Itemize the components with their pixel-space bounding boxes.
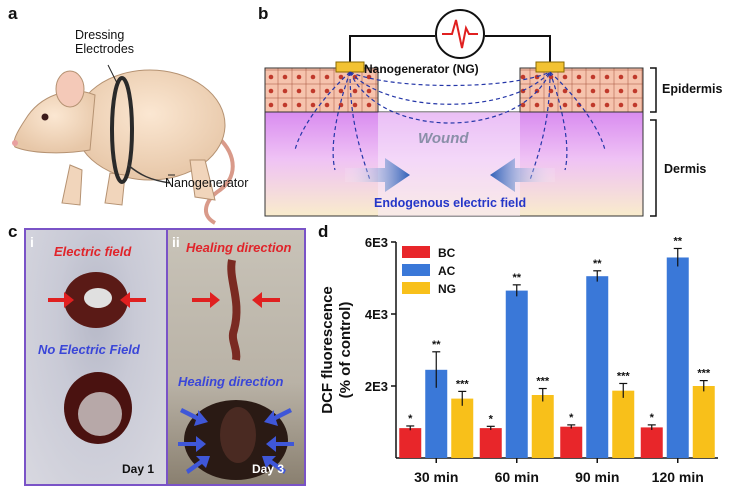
legend-swatch-ng <box>402 282 430 294</box>
significance-marker: ** <box>673 235 682 247</box>
healing-direction-red: Healing direction <box>186 240 292 255</box>
day3-label: Day 3 <box>252 462 285 476</box>
dressing-electrodes-label: Dressing Electrodes <box>75 28 135 56</box>
dermis-bracket <box>650 119 657 217</box>
wound-diagram <box>264 9 657 217</box>
significance-marker: ** <box>512 272 521 284</box>
legend-label-ng: NG <box>438 282 456 296</box>
wound-label: Wound <box>418 130 469 147</box>
significance-marker: *** <box>617 370 631 382</box>
healing-scar <box>227 259 241 361</box>
rat-illustration <box>12 64 235 225</box>
panel-label-c: c <box>8 222 18 241</box>
legend-swatch-ac <box>402 264 430 276</box>
y-tick-label: 6E3 <box>365 235 388 250</box>
ng-title: Nanogenerator (NG) <box>364 62 479 76</box>
nanogenerator-label-a: Nanogenerator <box>165 176 249 190</box>
day1-label: Day 1 <box>122 462 155 476</box>
legend-label-ac: AC <box>438 264 456 278</box>
x-tick-label: 60 min <box>495 469 539 485</box>
electrode-left <box>335 61 365 73</box>
significance-marker: * <box>569 412 574 424</box>
electrode-right <box>535 61 565 73</box>
y-axis-label: (% of control) <box>337 302 354 399</box>
field-label: Endogenous electric field <box>374 196 527 210</box>
significance-marker: * <box>650 412 655 424</box>
field-arrow-right <box>345 158 410 192</box>
epidermis-bracket <box>650 67 657 113</box>
panel-label-a: a <box>8 4 18 23</box>
blue-arrows <box>178 408 294 474</box>
sub-label-i: i <box>30 234 34 250</box>
red-arrow-left <box>120 292 146 308</box>
epidermis-label: Epidermis <box>662 82 723 96</box>
no-electric-field-text: No Electric Field <box>38 342 140 357</box>
significance-marker: ** <box>432 339 441 351</box>
significance-marker: * <box>489 413 494 425</box>
bar-bc <box>479 428 502 458</box>
photo-day1: i Electric field No Electric Field Day 1 <box>26 230 166 484</box>
bar-bc <box>399 428 422 458</box>
bar-ac <box>586 276 609 458</box>
x-tick-label: 90 min <box>575 469 619 485</box>
y-axis-label: DCF fluorescence <box>319 286 336 414</box>
panel-label-d: d <box>318 222 329 241</box>
dermis-label: Dermis <box>664 162 707 176</box>
bar-ng <box>451 398 474 458</box>
legend-label-bc: BC <box>438 246 456 260</box>
significance-marker: *** <box>697 368 711 380</box>
y-tick-label: 2E3 <box>365 379 388 394</box>
bar-ac <box>425 369 448 458</box>
x-tick-label: 30 min <box>414 469 458 485</box>
bar-ac <box>666 257 689 458</box>
significance-marker: * <box>408 413 413 425</box>
x-tick-label: 120 min <box>652 469 704 485</box>
bar-bc <box>560 426 583 458</box>
sub-label-ii: ii <box>172 234 180 250</box>
bar-ng <box>531 395 554 458</box>
electric-field-text: Electric field <box>54 244 132 259</box>
circuit-wire <box>349 35 435 68</box>
y-tick-label: 4E3 <box>365 307 388 322</box>
panel-label-b: b <box>258 4 269 23</box>
field-arrow-left <box>490 158 555 192</box>
epidermis-right <box>519 67 644 113</box>
bar-ng <box>692 386 715 458</box>
significance-marker: ** <box>593 258 602 270</box>
red-arrow-right <box>48 292 74 308</box>
bar-ac <box>505 290 528 458</box>
bar-bc <box>640 427 663 458</box>
significance-marker: *** <box>536 376 550 388</box>
significance-marker: *** <box>456 378 470 390</box>
legend-swatch-bc <box>402 246 430 258</box>
bar-ng <box>612 390 635 458</box>
photo-day3: ii Healing direction Healing direction D… <box>168 230 304 484</box>
healing-direction-blue: Healing direction <box>178 374 284 389</box>
photo-frame: i Electric field No Electric Field Day 1… <box>24 228 306 486</box>
